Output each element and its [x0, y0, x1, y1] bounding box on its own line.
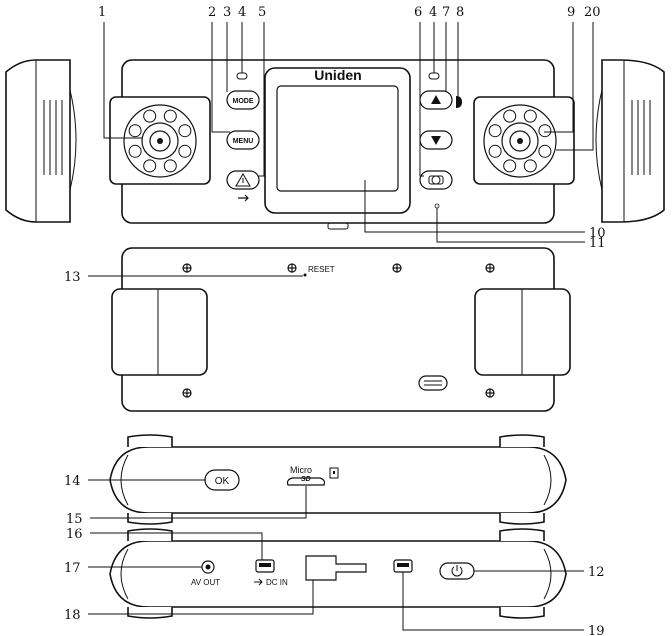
screen-bezel: [264, 67, 411, 214]
emergency-button[interactable]: [226, 170, 260, 190]
callout-top-2: 2: [208, 5, 216, 20]
callout-left-16: 16: [66, 527, 83, 542]
up-arrow-icon: [431, 95, 441, 104]
svg-text:MENU: MENU: [233, 138, 254, 145]
callout-left-13: 13: [64, 270, 81, 285]
microphone-icon: [456, 96, 462, 108]
callout-top-3: 3: [223, 5, 231, 20]
left-arm: [5, 59, 71, 223]
sd-card-icon: [329, 467, 339, 479]
power-icon: [451, 566, 463, 577]
lcd-screen: [276, 85, 399, 192]
camera-switch-button[interactable]: [419, 170, 453, 190]
speaker-grille: [418, 375, 448, 391]
ir-led: [143, 159, 157, 173]
callout-top-8: 8: [456, 5, 464, 20]
callout-top-4b: 4: [429, 5, 437, 20]
warning-icon: [235, 173, 251, 187]
reset-label: RESET: [308, 265, 335, 274]
ir-led: [128, 124, 142, 138]
bottom-view: AV OUT DC IN: [109, 528, 567, 619]
ir-led: [178, 124, 192, 138]
ir-led: [538, 144, 552, 158]
ir-led: [523, 159, 537, 173]
left-ir-leds: [128, 109, 192, 173]
front-view: Uniden MODE MENU: [5, 59, 665, 230]
right-camera-housing: [473, 96, 575, 185]
down-arrow-icon: [431, 136, 441, 145]
screws: [182, 263, 495, 398]
dc-in-usb-port[interactable]: [255, 559, 275, 573]
brand-logo: Uniden: [314, 67, 361, 83]
dc-in-label: DC IN: [266, 578, 288, 587]
usb-icon: [254, 578, 263, 586]
callout-left-18: 18: [64, 608, 81, 623]
micro-label: Micro: [290, 465, 312, 475]
left-lens-icon: [149, 130, 171, 152]
left-lens-ring: [123, 104, 197, 178]
svg-text:MODE: MODE: [233, 98, 254, 105]
ir-led: [178, 144, 192, 158]
callout-top-1: 1: [98, 5, 106, 20]
callout-left-14: 14: [64, 474, 81, 489]
mode-button[interactable]: MODE: [226, 90, 260, 110]
right-ir-leds: [488, 109, 552, 173]
svg-text:OK: OK: [215, 476, 230, 487]
microsd-slot[interactable]: [286, 477, 326, 486]
ir-led: [538, 124, 552, 138]
right-lens-icon: [509, 130, 531, 152]
ir-led: [128, 144, 142, 158]
ir-led: [523, 109, 537, 123]
av-out-label: AV OUT: [191, 578, 220, 587]
callout-top-6: 6: [414, 5, 422, 20]
menu-button[interactable]: MENU: [226, 130, 260, 150]
reset-hole: [303, 273, 307, 277]
bottom-body: [109, 540, 567, 608]
right-lens-ring: [483, 104, 557, 178]
ir-led: [488, 144, 502, 158]
callout-right-11: 11: [589, 236, 606, 251]
leader-lines: [88, 22, 594, 631]
callout-right-10: 10: [589, 226, 606, 241]
mount-slot: [305, 555, 367, 581]
callout-right-12: 12: [588, 565, 605, 580]
ir-led: [143, 109, 157, 123]
callout-numbers: 1 2 3 4 5 6 4 7 8 9 20 10 11 12 19 13 14…: [64, 5, 606, 636]
callout-top-7: 7: [442, 5, 450, 20]
ir-led: [503, 159, 517, 173]
callout-right-19: 19: [588, 624, 605, 636]
right-arm-vents: [631, 100, 651, 175]
left-arm-vents: [43, 100, 63, 175]
callout-top-20: 20: [584, 5, 601, 20]
callout-left-15: 15: [66, 512, 83, 527]
callout-top-5: 5: [258, 5, 266, 20]
callout-top-9: 9: [567, 5, 575, 20]
sd-label: SD: [301, 476, 311, 483]
ir-led: [163, 109, 177, 123]
ir-led: [163, 159, 177, 173]
arrow-right-icon: [238, 194, 249, 202]
back-view: RESET: [111, 247, 571, 412]
callout-top-4: 4: [238, 5, 246, 20]
ir-led: [488, 124, 502, 138]
right-arm: [601, 59, 665, 223]
callout-left-17: 17: [64, 561, 81, 576]
back-left-arm: [111, 288, 208, 376]
ir-led: [503, 109, 517, 123]
